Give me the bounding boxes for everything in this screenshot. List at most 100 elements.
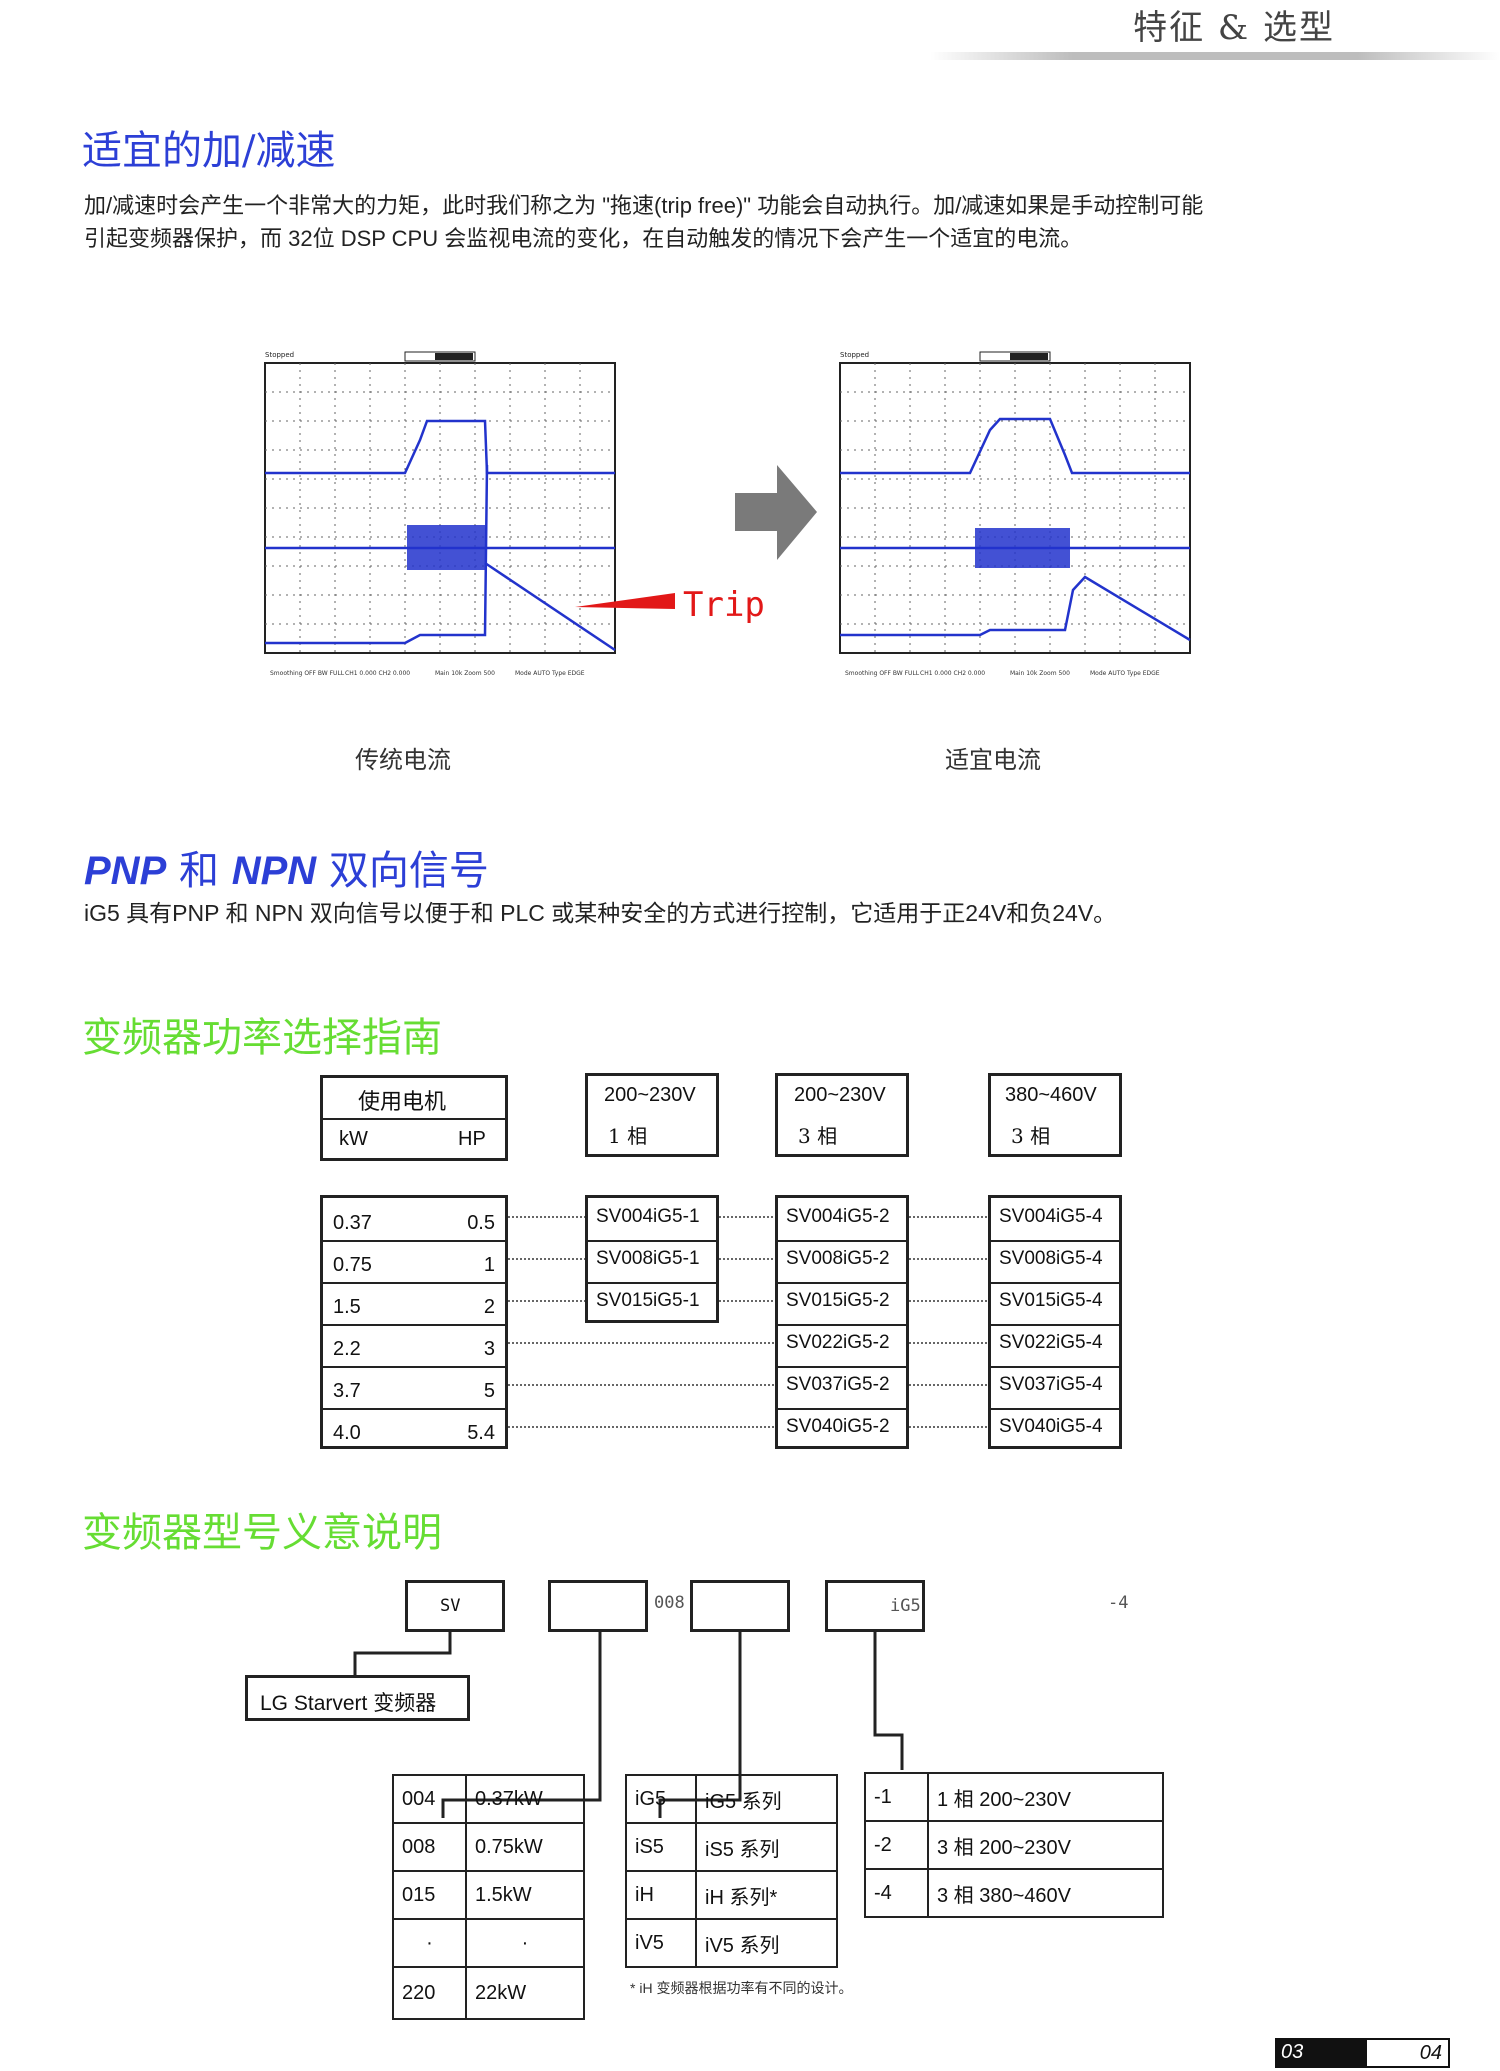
section-title-accel: 适宜的加/减速 <box>82 128 336 174</box>
code-cell: 004 <box>392 1774 467 1824</box>
model-cell: SV008iG5-4 <box>991 1240 1119 1284</box>
models-1ph-table: SV004iG5-1 SV008iG5-1 SV015iG5-1 <box>585 1195 719 1323</box>
model-code: SV004iG5-1 <box>596 1206 700 1227</box>
trip-pointer-icon <box>575 593 675 609</box>
code-cell: -4 <box>864 1868 929 1918</box>
value-cell: iS5 系列 <box>695 1822 838 1872</box>
arrow-right-icon <box>735 465 817 560</box>
code-sv: SV <box>440 1596 461 1616</box>
rating-row: 1.5 2 <box>323 1282 505 1326</box>
title-and: 和 <box>166 848 232 894</box>
scope-adaptive: Stopped Smoothing OFF BW FULL CH1 0.000 … <box>839 351 1191 677</box>
voltage-header-3ph-400: 380~460V 3 相 <box>988 1073 1122 1157</box>
motor-header: 使用电机 <box>358 1090 447 1115</box>
model-code: SV008iG5-2 <box>786 1248 890 1269</box>
page-number-left: 03 <box>1281 2041 1304 2063</box>
model-code: SV008iG5-4 <box>999 1248 1103 1269</box>
rating-row: 4.0 5.4 <box>323 1408 505 1448</box>
models-3ph-200-table: SV004iG5-2 SV008iG5-2 SV015iG5-2 SV022iG… <box>775 1195 909 1449</box>
title-rest: 双向信号 <box>316 848 489 894</box>
hp-value: 5.4 <box>467 1422 495 1444</box>
kw-label: kW <box>339 1128 368 1150</box>
model-cell: SV015iG5-1 <box>588 1282 716 1322</box>
svg-text:Smoothing OFF BW FULL: Smoothing OFF BW FULL <box>845 670 920 677</box>
kw-value: 3.7 <box>333 1380 361 1402</box>
motor-rating-table: 0.37 0.5 0.75 1 1.5 2 2.2 3 3.7 5 4.0 5.… <box>320 1195 508 1449</box>
hp-label: HP <box>458 1128 486 1150</box>
rating-row: 2.2 3 <box>323 1324 505 1368</box>
model-cell: SV008iG5-1 <box>588 1240 716 1284</box>
model-code-box-sv: SV <box>405 1580 505 1632</box>
trip-label: Trip <box>683 585 765 625</box>
value-cell: iV5 系列 <box>695 1918 838 1968</box>
paragraph-line: 加/减速时会产生一个非常大的力矩，此时我们称之为 "拖速(trip free)"… <box>84 193 1204 218</box>
model-code-box-voltage: iG5 <box>825 1580 925 1632</box>
caption-adaptive: 适宜电流 <box>945 746 1041 774</box>
model-code: SV015iG5-1 <box>596 1290 700 1311</box>
page-number-right: 04 <box>1419 2042 1442 2064</box>
model-code: SV004iG5-4 <box>999 1206 1103 1227</box>
svg-text:Mode AUTO Type EDGE: Mode AUTO Type EDGE <box>515 670 585 677</box>
value-cell: 3 相 380~460V <box>927 1868 1164 1918</box>
code-series: iG5 <box>890 1596 921 1616</box>
series-note: * iH 变频器根据功率有不同的设计。 <box>630 1980 853 1996</box>
models-3ph-400-table: SV004iG5-4 SV008iG5-4 SV015iG5-4 SV022iG… <box>988 1195 1122 1449</box>
model-code: SV040iG5-4 <box>999 1416 1103 1437</box>
connector-lines <box>508 1216 988 1428</box>
model-cell: SV004iG5-4 <box>991 1198 1119 1242</box>
voltage-label: 380~460V <box>1005 1084 1097 1106</box>
kw-value: 1.5 <box>333 1296 361 1318</box>
model-cell: SV040iG5-4 <box>991 1408 1119 1448</box>
value-cell: iG5 系列 <box>695 1774 838 1824</box>
model-cell: SV004iG5-1 <box>588 1198 716 1242</box>
model-code: SV004iG5-2 <box>786 1206 890 1227</box>
section-title-model-meaning: 变频器型号义意说明 <box>82 1510 442 1556</box>
caption-traditional: 传统电流 <box>355 746 451 774</box>
model-code-box-series <box>690 1580 790 1632</box>
svg-text:Mode AUTO Type EDGE: Mode AUTO Type EDGE <box>1090 670 1160 677</box>
model-cell: SV037iG5-4 <box>991 1366 1119 1410</box>
code-cell: 008 <box>392 1822 467 1872</box>
voltage-label: 200~230V <box>604 1084 696 1106</box>
code-cell: iG5 <box>625 1774 697 1824</box>
model-code-box-capacity <box>548 1580 648 1632</box>
kw-value: 2.2 <box>333 1338 361 1360</box>
svg-text:Smoothing OFF BW FULL: Smoothing OFF BW FULL <box>270 670 345 677</box>
rating-row: 3.7 5 <box>323 1366 505 1410</box>
model-code: SV037iG5-2 <box>786 1374 890 1395</box>
svg-text:CH1 0.000 CH2 0.000: CH1 0.000 CH2 0.000 <box>920 670 985 677</box>
voltage-header-3ph-200: 200~230V 3 相 <box>775 1073 909 1157</box>
kw-value: 4.0 <box>333 1422 361 1444</box>
model-cell: SV022iG5-4 <box>991 1324 1119 1368</box>
section-paragraph-accel: 加/减速时会产生一个非常大的力矩，此时我们称之为 "拖速(trip free)"… <box>84 189 1384 255</box>
value-cell: 22kW <box>465 1966 585 2020</box>
svg-text:Main 10k Zoom 500: Main 10k Zoom 500 <box>435 670 495 677</box>
kw-value: 0.37 <box>333 1212 372 1234</box>
voltage-header-1ph: 200~230V 1 相 <box>585 1073 719 1157</box>
motor-header-box: 使用电机 kW HP <box>320 1075 508 1161</box>
value-cell: 1 相 200~230V <box>927 1772 1164 1822</box>
value-cell: · <box>465 1918 585 1968</box>
code-cell: -2 <box>864 1820 929 1870</box>
model-cell: SV004iG5-2 <box>778 1198 906 1242</box>
svg-text:Main 10k Zoom 500: Main 10k Zoom 500 <box>1010 670 1070 677</box>
model-code: SV008iG5-1 <box>596 1248 700 1269</box>
model-cell: SV015iG5-4 <box>991 1282 1119 1326</box>
section-title-pnp: PNP 和 NPN 双向信号 <box>84 838 489 896</box>
brand-label: LG Starvert 变频器 <box>260 1692 437 1715</box>
hp-value: 5 <box>483 1380 495 1402</box>
phase-label: 3 相 <box>798 1124 838 1148</box>
model-code: SV022iG5-4 <box>999 1332 1103 1353</box>
value-cell: 3 相 200~230V <box>927 1820 1164 1870</box>
